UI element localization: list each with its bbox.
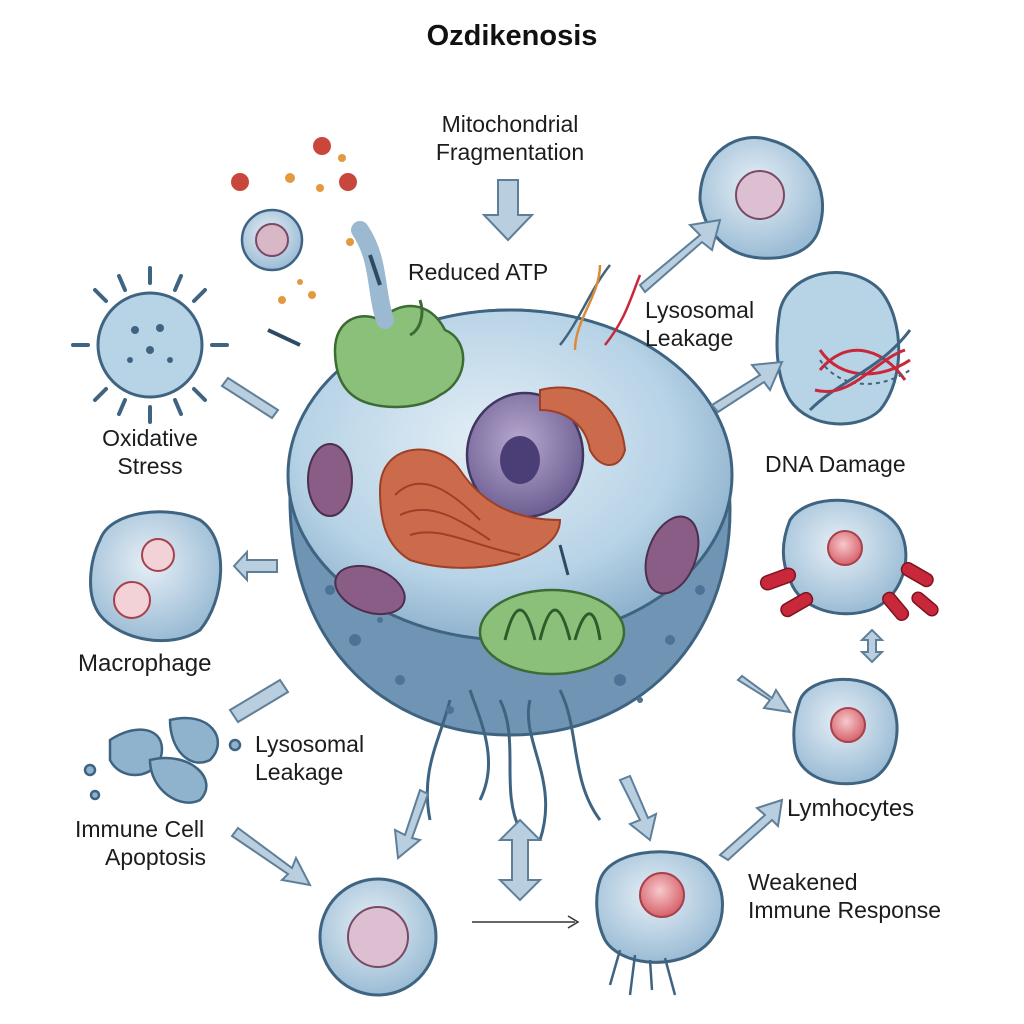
label-line: Apoptosis	[105, 844, 207, 870]
label-mitochondrial-fragmentation: Mitochondrial Fragmentation	[410, 110, 610, 166]
thin-arrow-head	[567, 915, 580, 929]
lymphocyte-cell	[792, 677, 899, 786]
arrow-apoptosis	[230, 826, 312, 887]
arrow-to-lymhocytes	[718, 798, 784, 862]
label-line: Leakage	[255, 759, 344, 785]
apoptotic-fragments	[83, 716, 242, 804]
mitochondria	[307, 443, 700, 616]
label-lysosomal-leakage-bottom: Lysosomal Leakage	[255, 730, 364, 786]
arrow-double-small	[859, 628, 885, 664]
label-macrophage: Macrophage	[78, 650, 212, 677]
label-oxidative-stress: Oxidative Stress	[80, 424, 220, 480]
label-line: Stress	[117, 453, 183, 479]
spiky-cell	[71, 266, 229, 424]
label-line: Immune Cell	[75, 816, 205, 842]
arrow-to-bottom-cell	[393, 788, 430, 860]
label-line: Lysosomal	[645, 297, 755, 323]
cell-bottom-right	[595, 850, 724, 996]
arrow-dark-left	[267, 328, 301, 347]
arrow-down-atp	[481, 179, 535, 242]
arrow-oxidative	[220, 376, 280, 420]
label-lysosomal-leakage-top: Lysosomal Leakage	[645, 296, 754, 352]
label-dna-damage: DNA Damage	[765, 451, 906, 477]
label-reduced-atp: Reduced ATP	[408, 259, 549, 285]
golgi-apparatus	[378, 386, 627, 569]
infected-cell-top	[231, 137, 357, 304]
arrow-dark-top	[368, 254, 382, 286]
arrow-to-top-right-cell	[638, 218, 722, 294]
arrow-to-lymphocyte	[736, 674, 793, 714]
cell-with-erythrocytes	[759, 498, 939, 622]
label-weakened-immune-response: Weakened Immune Response	[748, 868, 941, 924]
dna-helix-top	[559, 264, 642, 351]
label-line: Fragmentation	[435, 139, 585, 165]
label-line: Leakage	[645, 325, 734, 351]
arrows	[220, 179, 885, 902]
arrow-dark-inner	[558, 544, 570, 576]
diagram-title: Ozdikenosis	[426, 20, 598, 52]
arrow-macrophage	[232, 549, 278, 583]
label-immune-cell-apoptosis: Immune Cell Apoptosis	[75, 815, 206, 871]
label-line: Mitochondrial	[441, 111, 579, 137]
label-line: Lysosomal	[255, 731, 365, 757]
label-line: Weakened	[748, 869, 858, 895]
dna-helix-right	[808, 329, 912, 412]
label-line: Immune Response	[748, 897, 942, 923]
arrow-to-bottom-right	[618, 774, 658, 842]
dna-damaged-cell	[775, 271, 911, 426]
arrow-fragments	[228, 678, 290, 724]
arrow-double-vertical	[497, 818, 543, 902]
label-line: Oxidative	[102, 425, 198, 451]
cell-bottom-center	[318, 877, 438, 997]
lysosome-bottom	[478, 588, 626, 676]
nucleus	[465, 391, 585, 519]
macrophage-cell	[89, 510, 223, 643]
cell-top-right	[698, 136, 825, 260]
arrow-to-dna	[710, 360, 784, 414]
label-lymhocytes: Lymhocytes	[787, 795, 915, 822]
